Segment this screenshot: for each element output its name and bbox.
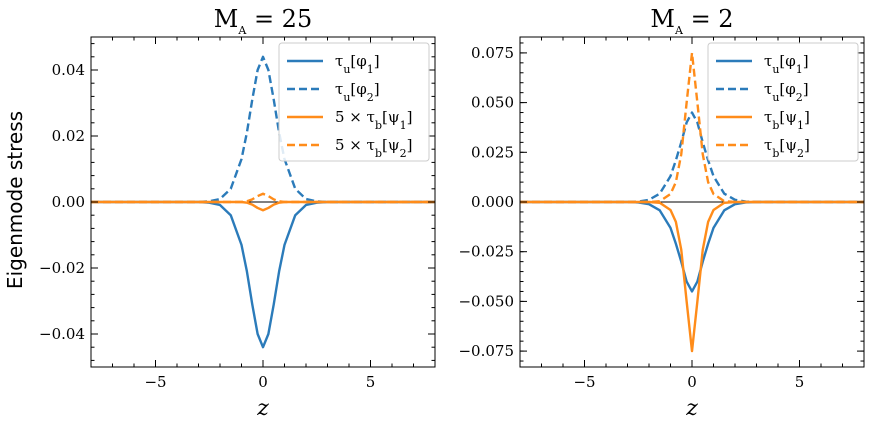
x-tick-label: 0 xyxy=(258,373,268,391)
legend-label-1: τu[φ2] xyxy=(335,80,380,104)
y-tick-label: −0.025 xyxy=(458,243,514,261)
y-tick-label: −0.04 xyxy=(39,325,85,343)
y-tick-label: −0.02 xyxy=(39,259,85,277)
legend-box xyxy=(707,42,859,162)
series-line-1 xyxy=(520,111,864,204)
x-tick-label: −5 xyxy=(144,373,166,391)
series-line-1 xyxy=(91,55,435,204)
y-tick-label: 0.050 xyxy=(471,94,514,112)
series-line-0 xyxy=(91,200,435,349)
legend-label-2: τb[ψ1] xyxy=(764,108,810,132)
legend: τu[φ1] τu[φ2] 5 × τb[ψ1] 5 × τb[ψ2] xyxy=(278,42,430,162)
x-tick-label: −5 xyxy=(573,373,595,391)
legend-label-0: τu[φ1] xyxy=(764,52,809,76)
y-tick-label: 0.075 xyxy=(471,44,514,62)
legend-label-3: τb[ψ2] xyxy=(764,136,810,160)
panel-ma-2: −5 0 5 −0.075 −0.050 −0.025 0.000 0.025 0.050 0.0… xyxy=(458,5,865,421)
x-tick-label: 0 xyxy=(687,373,697,391)
legend-label-1: τu[φ2] xyxy=(764,80,809,104)
y-tick-label: 0.000 xyxy=(471,193,514,211)
legend-label-2: 5 × τb[ψ1] xyxy=(335,108,412,132)
x-tick-label: 5 xyxy=(366,373,376,391)
y-tick-label: 0.00 xyxy=(52,193,85,211)
figure-ylabel: Eigenmode stress xyxy=(3,111,27,289)
series-line-3 xyxy=(520,51,864,204)
x-axis-label: z xyxy=(256,396,269,421)
series-line-2 xyxy=(91,200,435,212)
x-tick-label: 5 xyxy=(795,373,805,391)
y-tick-label: −0.050 xyxy=(458,292,514,310)
y-tick-label: 0.04 xyxy=(52,61,85,79)
series-line-2 xyxy=(520,200,864,353)
y-tick-label: −0.075 xyxy=(458,342,514,360)
panel-title: MA = 2 xyxy=(650,5,733,37)
y-tick-label: 0.025 xyxy=(471,143,514,161)
legend: τu[φ1] τu[φ2] τb[ψ1] τb[ψ2] xyxy=(707,42,859,162)
legend-box xyxy=(278,42,430,162)
series-line-3 xyxy=(91,192,435,204)
legend-label-3: 5 × τb[ψ2] xyxy=(335,136,412,160)
y-tick-label: 0.02 xyxy=(52,127,85,145)
legend-label-0: τu[φ1] xyxy=(335,52,380,76)
x-axis-label: z xyxy=(685,396,698,421)
panel-ma-25: −5 0 5 −0.04 −0.02 0.00 0.02 0.04 z MA = 25 τu[φ1]… xyxy=(39,5,436,421)
series-line-0 xyxy=(520,200,864,293)
panel-title: MA = 25 xyxy=(214,5,312,37)
